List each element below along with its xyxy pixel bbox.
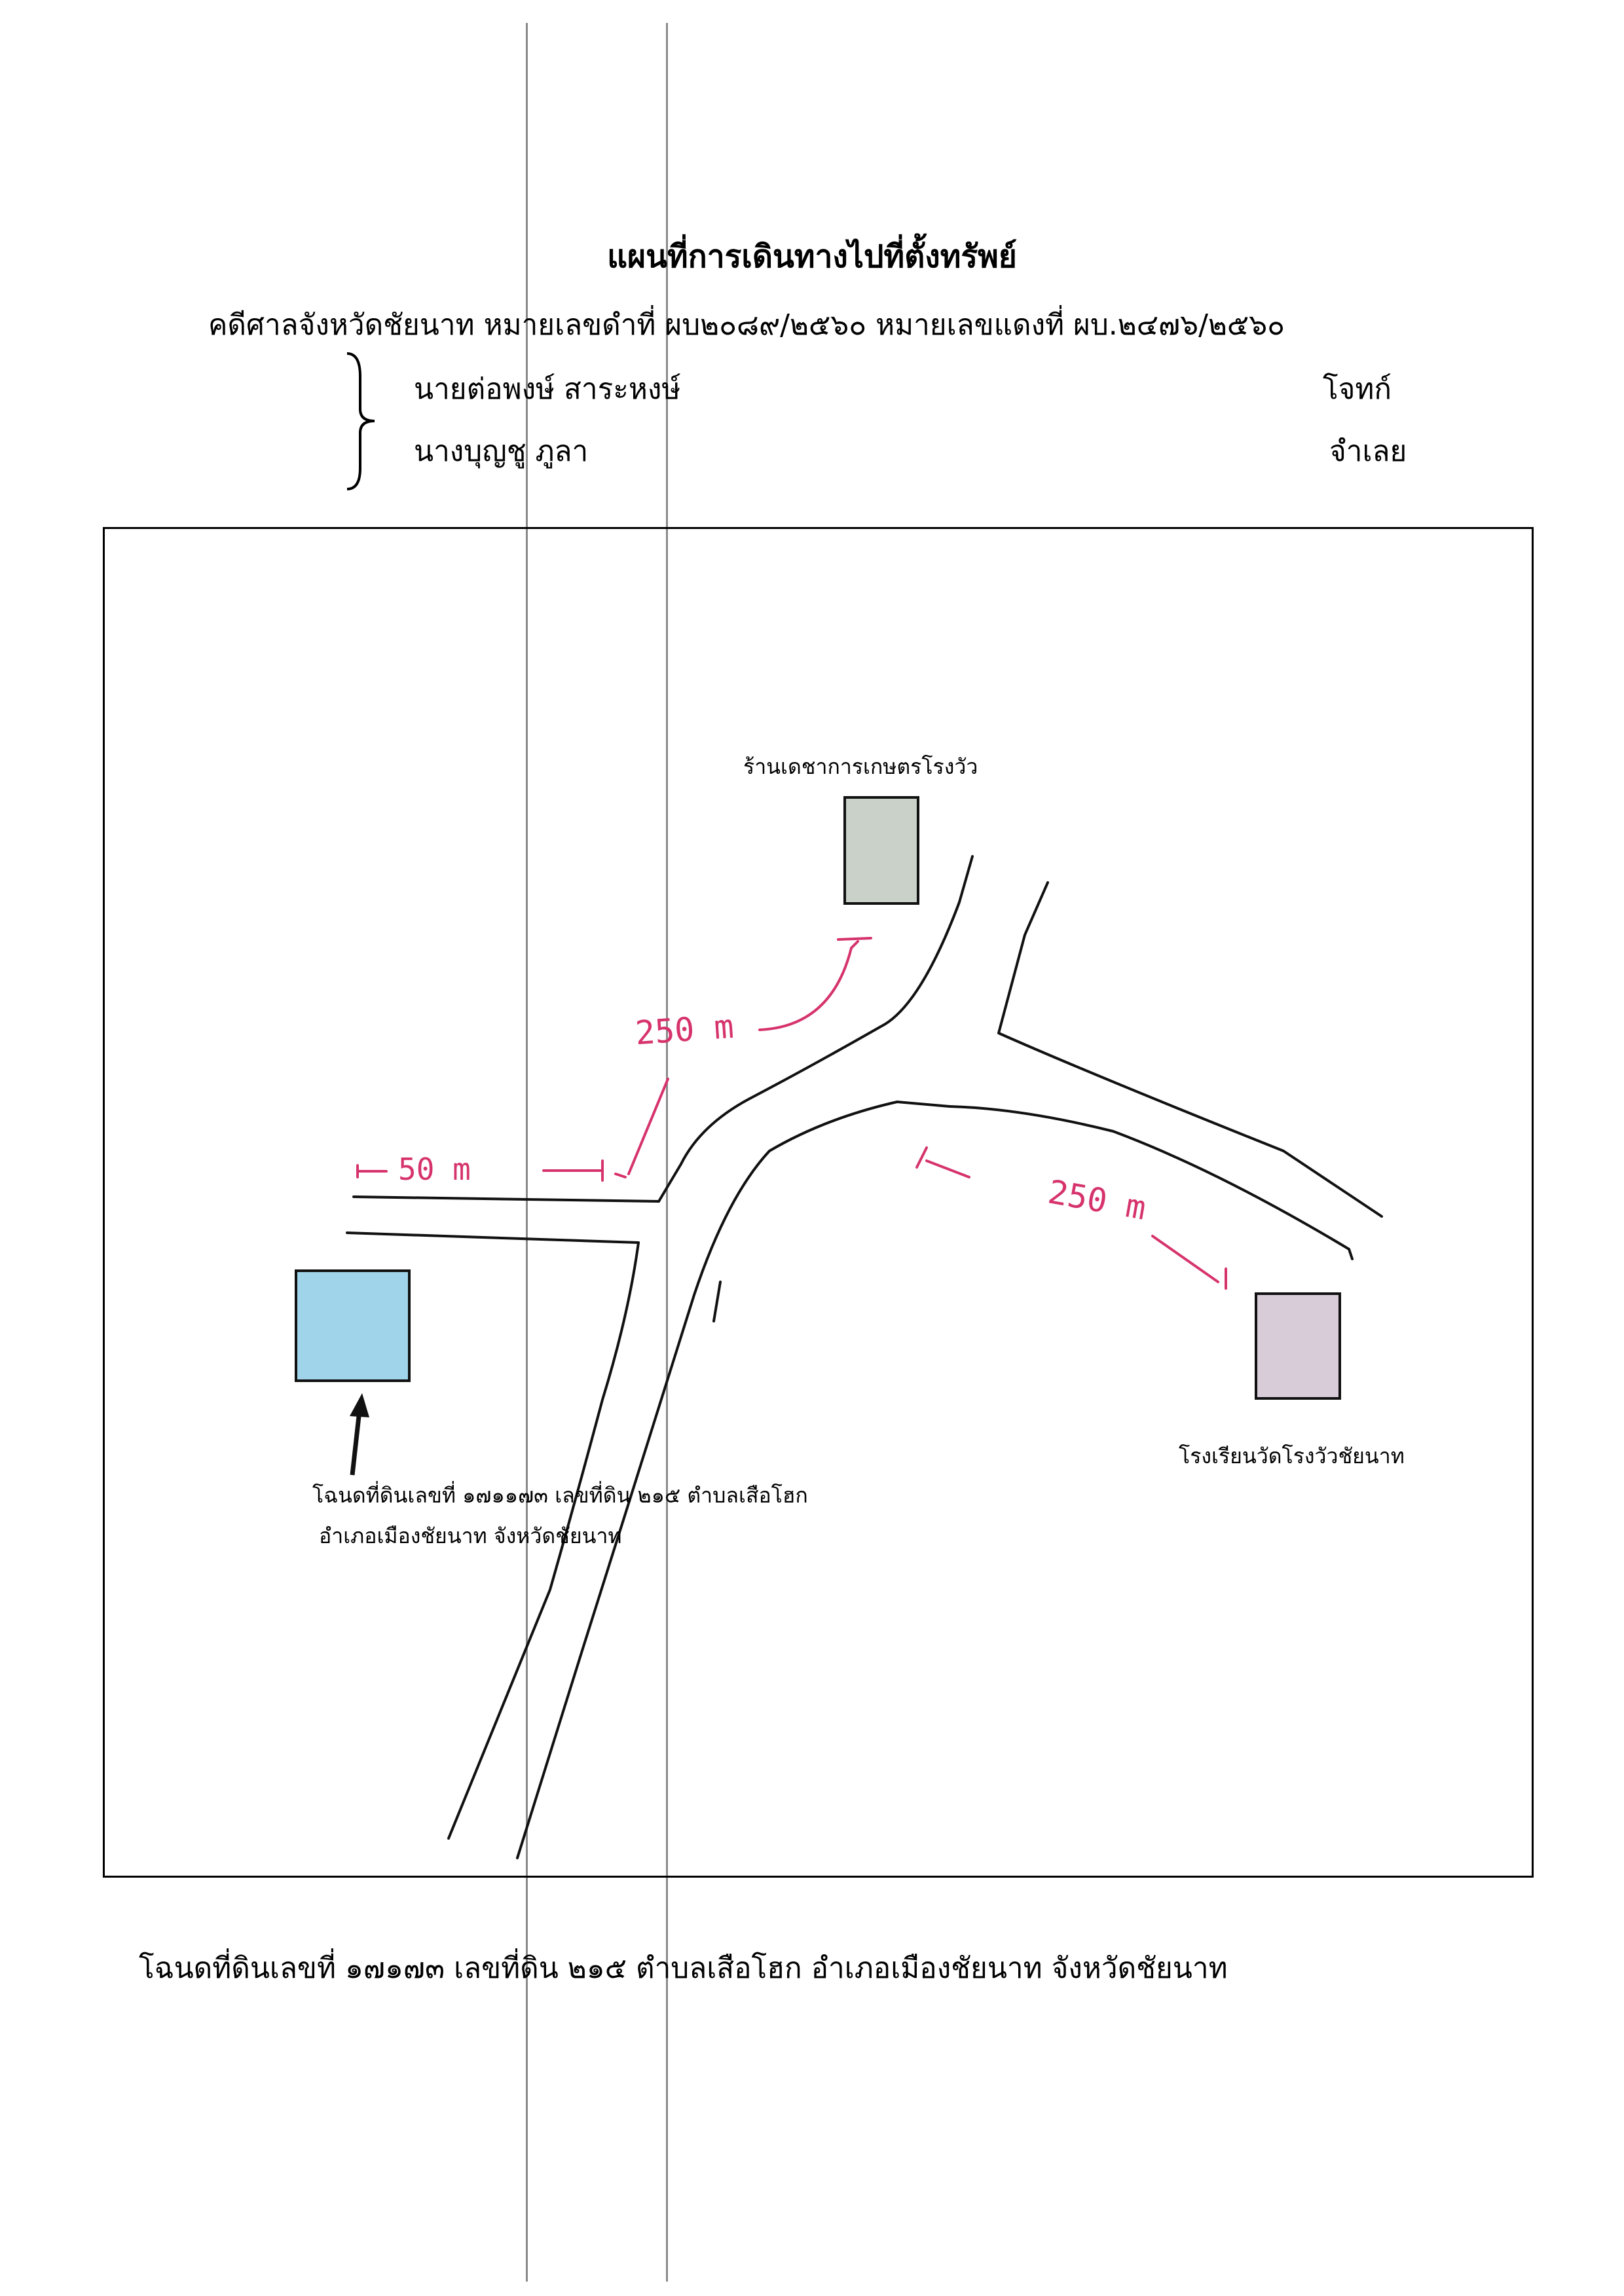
- school-label: โรงเรียนวัดโรงวัวชัยนาท: [1179, 1444, 1405, 1468]
- property-label-line1: โฉนดที่ดินเลขที่ ๑๗๑๑๗๓ เลขที่ดิน ๒๑๕ ตำ…: [312, 1483, 808, 1508]
- road-west-lower-edge: [346, 1231, 640, 1244]
- defendant-role: จำเลย: [1329, 435, 1407, 468]
- plaintiff-name: นายต่อพงษ์ สาระหงษ์: [414, 373, 681, 406]
- property-label-line2: อำเภอเมืองชัยนาท จังหวัดชัยนาท: [319, 1523, 622, 1548]
- dist-250-school-end: [1151, 1235, 1219, 1283]
- page-title: แผนที่การเดินทางไปที่ตั้งทรัพย์: [607, 238, 1017, 275]
- road-small-tick: [712, 1281, 722, 1322]
- parties-bracket: [346, 352, 375, 490]
- school-plot: [1255, 1292, 1341, 1400]
- road-junction-north-edge: [657, 855, 974, 1203]
- hand-drawn-map: [295, 796, 1383, 1859]
- distance-markers: [356, 937, 1227, 1290]
- property-plot: [295, 1269, 411, 1382]
- dist-250-shop-curve: [758, 940, 859, 1031]
- map-frame: ร้านเดชาการเกษตรโรงวัว โรงเรียนวัดโรงวัว…: [103, 527, 1534, 1878]
- scan-line-left: [526, 23, 528, 2282]
- dist-250-shop-tick: [837, 937, 872, 941]
- shop-label: ร้านเดชาการเกษตรโรงวัว: [743, 754, 978, 779]
- scan-line-right: [666, 23, 668, 2282]
- road-west-upper-edge: [352, 1195, 660, 1203]
- road-short-curve: [447, 1241, 640, 1840]
- property-pointer-arrow-icon: [350, 1393, 369, 1476]
- plaintiff-role: โจทก์: [1323, 373, 1392, 406]
- road-south-long-edge: [516, 1101, 951, 1859]
- defendant-name: นางบุญชู ภูลา: [414, 435, 589, 468]
- case-number-line: คดีศาลจังหวัดชัยนาท หมายเลขดำที่ ผบ๒๐๘๙/…: [208, 308, 1285, 342]
- property-description: โฉนดที่ดินเลขที่ ๑๗๑๗๓ เลขที่ดิน ๒๑๕ ตำบ…: [139, 1952, 1228, 1985]
- dist-250-school-start: [915, 1146, 970, 1178]
- roads: [346, 855, 1383, 1859]
- distance-label-shop-250m: 250 m: [634, 1007, 735, 1053]
- road-north-east-edge: [997, 881, 1383, 1218]
- road-east-edge: [948, 1105, 1354, 1260]
- distance-label-50m: 50 m: [398, 1152, 471, 1187]
- dist-250-junction-mark: [614, 1078, 669, 1178]
- shop-plot: [843, 796, 919, 905]
